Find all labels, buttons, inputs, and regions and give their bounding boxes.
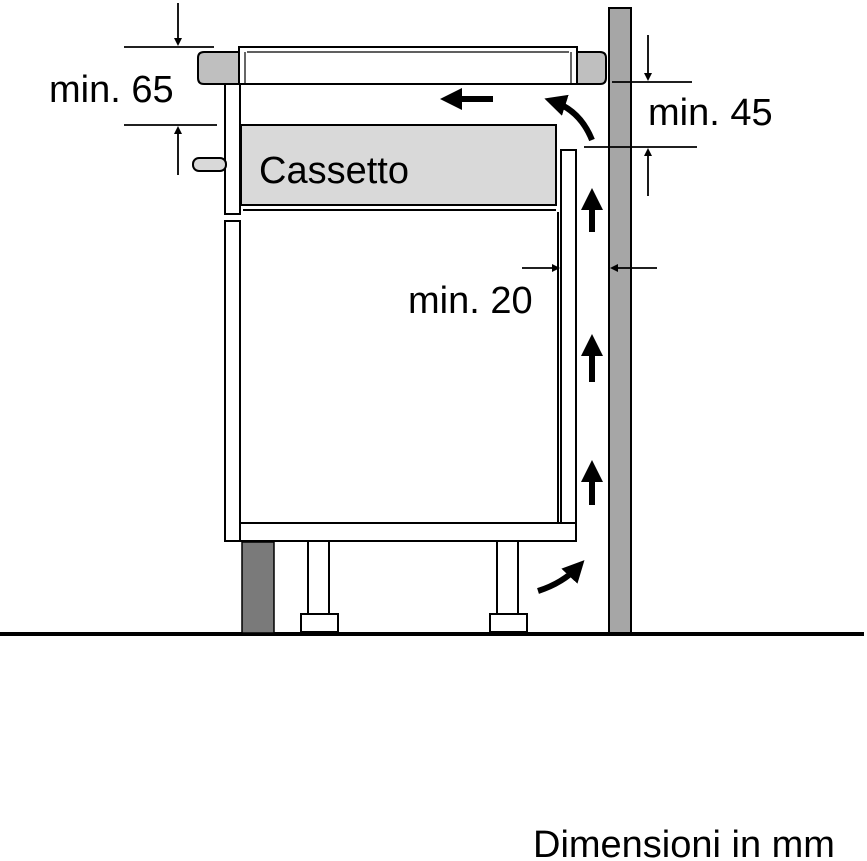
airflow-arrow-top-curve [544,94,595,142]
cabinet-side-left [224,220,241,542]
cooktop-glass [238,46,578,85]
cabinet-foot-left [300,539,339,633]
drawer-front [240,124,557,206]
airflow-arrows [440,88,603,594]
units-caption: Dimensioni in mm [533,824,835,861]
plinth [241,541,275,634]
drawer-label: Cassetto [259,150,409,192]
airflow-arrow-inlet-curve [537,560,585,594]
min-45-label: min. 45 [648,92,773,134]
drawer-handle [192,157,227,172]
cabinet-side-upper [224,83,241,215]
wall [608,7,632,634]
dimension-min-45 [584,35,697,196]
cabinet-back-panel [560,149,577,524]
min-65-label: min. 65 [49,69,174,111]
cabinet-bottom [239,522,577,542]
cabinet-foot-right [489,539,528,633]
dimension-min-65 [124,3,217,175]
min-20-label: min. 20 [408,280,533,322]
